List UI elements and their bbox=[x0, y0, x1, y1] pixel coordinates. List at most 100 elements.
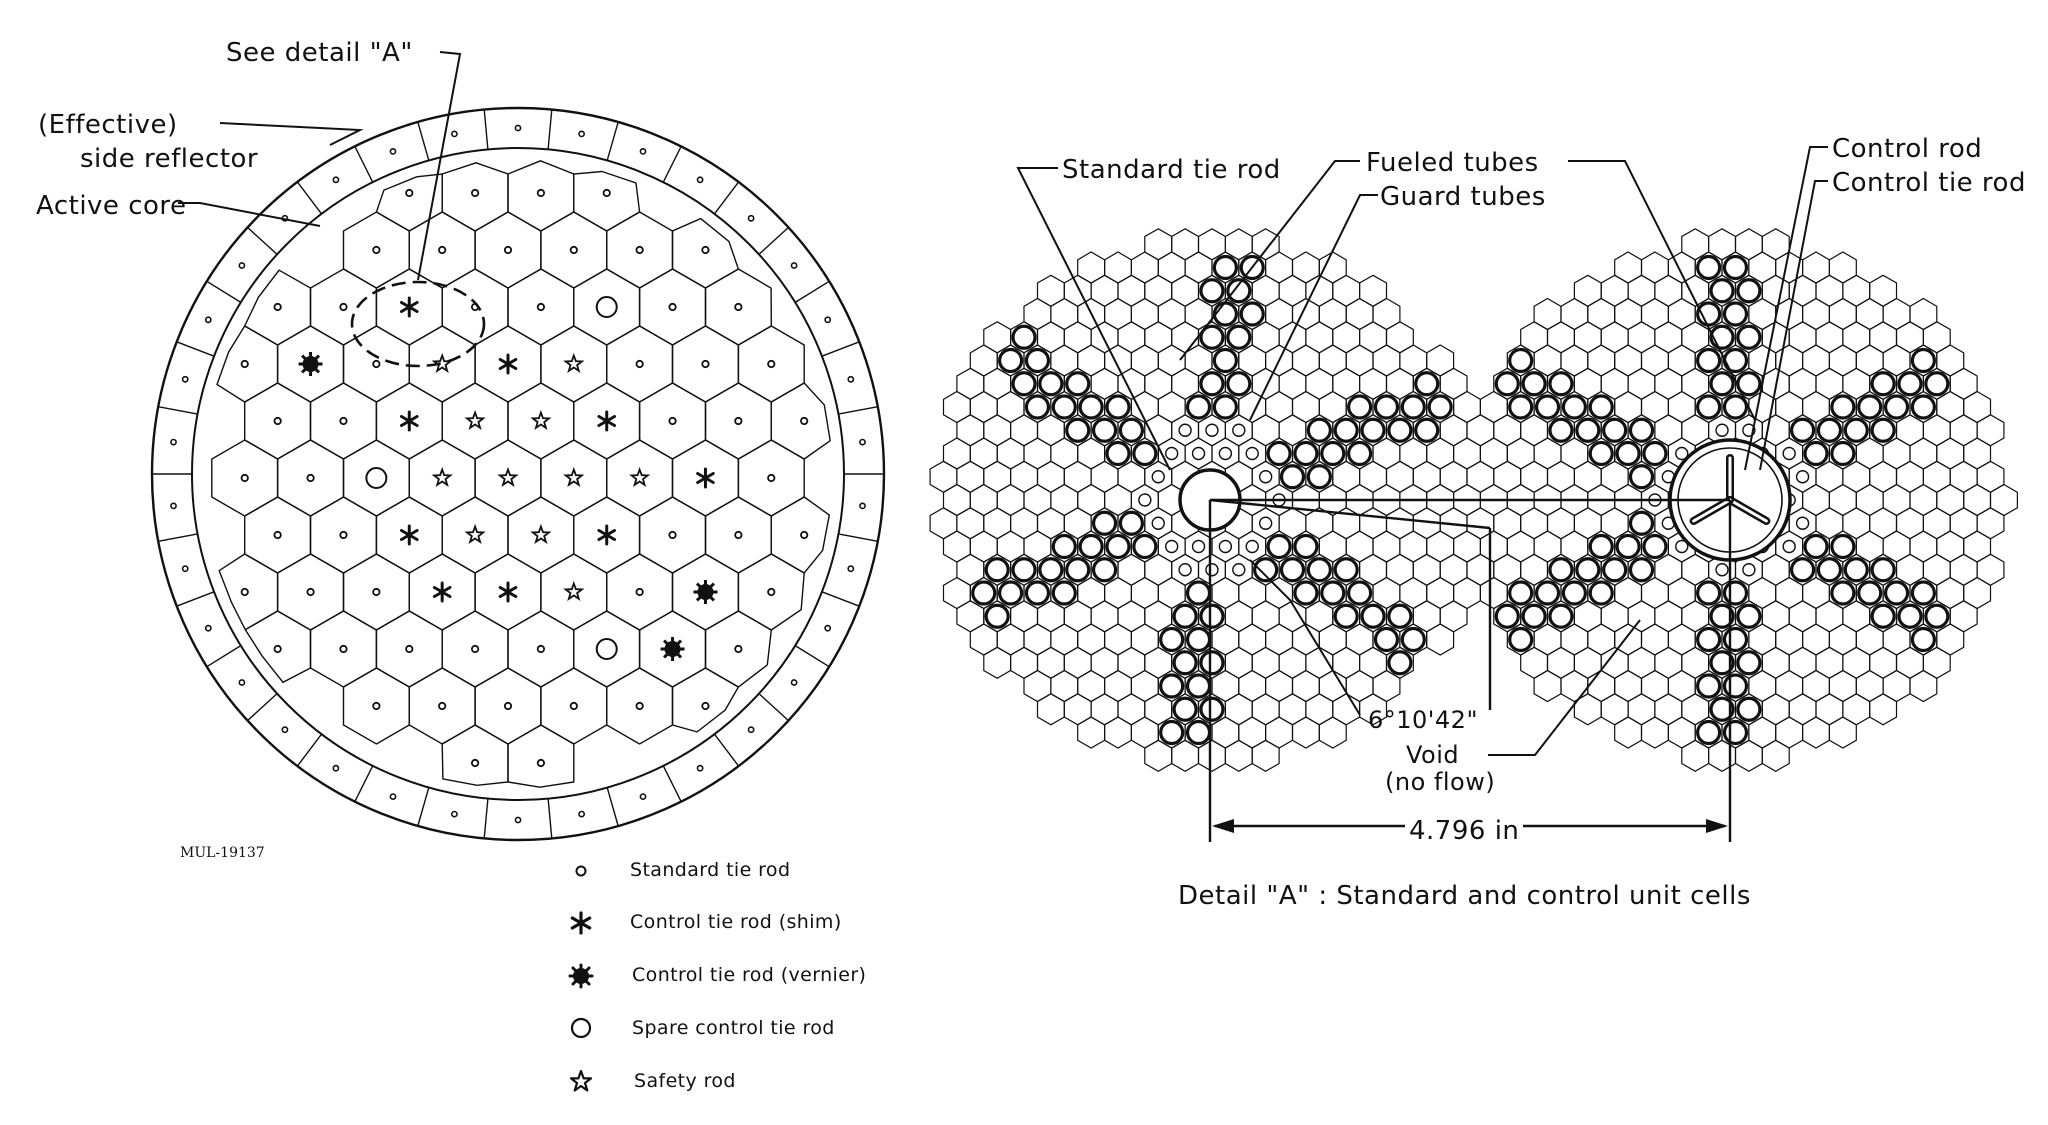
reflector-tie-rod bbox=[824, 624, 832, 632]
unit-cell bbox=[1775, 623, 1804, 656]
unit-cell bbox=[1533, 530, 1562, 563]
unit-cell bbox=[1345, 623, 1374, 656]
reflector-segment-line bbox=[838, 406, 878, 415]
unit-cell bbox=[1171, 274, 1200, 307]
unit-cell bbox=[1640, 297, 1670, 331]
unit-cell bbox=[956, 367, 985, 400]
guard-tube bbox=[1245, 539, 1259, 554]
fueled-tube bbox=[1091, 510, 1118, 536]
fueled-tube bbox=[1293, 580, 1319, 606]
unit-cell bbox=[1707, 228, 1737, 261]
unit-cell bbox=[1023, 437, 1052, 470]
safety-rod bbox=[629, 466, 651, 488]
unit-cell bbox=[1775, 576, 1804, 610]
fueled-tube bbox=[1118, 417, 1145, 443]
reflector-segment-line bbox=[821, 591, 860, 607]
star-icon bbox=[566, 1066, 596, 1096]
unit-cell bbox=[1533, 344, 1562, 377]
unit-cell bbox=[1426, 344, 1455, 377]
unit-cell bbox=[1426, 530, 1455, 563]
unit-cell bbox=[1546, 321, 1576, 354]
leader-line bbox=[1568, 160, 1756, 421]
reflector-tie-rod bbox=[238, 262, 246, 269]
fueled-tube bbox=[1722, 580, 1749, 606]
guard-tube bbox=[1245, 446, 1259, 461]
guard-tube bbox=[1205, 563, 1219, 577]
leader-line bbox=[1488, 619, 1641, 756]
fueled-tube bbox=[1400, 626, 1426, 653]
fueled-tube bbox=[1736, 696, 1762, 722]
unit-cell bbox=[1801, 669, 1831, 703]
fueled-tube bbox=[1212, 394, 1238, 420]
reflector-tie-rod bbox=[747, 726, 755, 734]
unit-cell bbox=[1882, 437, 1911, 470]
unit-cell bbox=[1842, 600, 1871, 633]
unit-cell bbox=[1949, 414, 1978, 447]
standard-tie-rod bbox=[503, 245, 513, 255]
unit-cell bbox=[1640, 390, 1670, 424]
hex-cell bbox=[375, 610, 443, 688]
unit-cell bbox=[1023, 483, 1052, 517]
unit-cell bbox=[1761, 739, 1790, 772]
unit-cell bbox=[1761, 646, 1790, 679]
standard-tie-rod bbox=[273, 416, 282, 426]
unit-cell bbox=[1506, 530, 1535, 563]
guard-tube bbox=[1782, 446, 1796, 461]
unit-cell bbox=[1936, 390, 1965, 424]
shim-control-tie-rod bbox=[399, 296, 419, 318]
fueled-tube bbox=[1924, 603, 1950, 629]
unit-cell bbox=[1171, 367, 1200, 400]
unit-cell bbox=[1264, 251, 1294, 284]
detail-a-ellipse bbox=[350, 280, 486, 368]
unit-cell bbox=[1654, 693, 1683, 726]
hex-cell bbox=[211, 439, 279, 517]
fueled-tube bbox=[1347, 440, 1373, 467]
reflector-tie-rod bbox=[696, 764, 704, 772]
fueled-tube bbox=[1897, 371, 1923, 397]
core-hex-cells bbox=[211, 160, 831, 788]
leader-line bbox=[219, 122, 364, 146]
fueled-tube bbox=[1602, 417, 1628, 443]
unit-cell bbox=[1600, 507, 1629, 540]
standard-tie-rod bbox=[339, 302, 348, 312]
reflector-segment-line bbox=[296, 181, 323, 215]
fueled-tube bbox=[1722, 254, 1749, 281]
unit-cell bbox=[1963, 437, 1992, 470]
unit-cell bbox=[1372, 530, 1401, 563]
standard-tie-rod bbox=[372, 701, 381, 711]
unit-cell bbox=[1681, 321, 1710, 354]
hex-cell bbox=[243, 382, 312, 460]
unit-cell bbox=[1332, 646, 1361, 679]
unit-cell bbox=[1842, 367, 1871, 400]
unit-cell bbox=[1090, 274, 1119, 307]
unit-cell bbox=[929, 507, 958, 540]
unit-cell bbox=[1573, 321, 1602, 354]
fueled-tube bbox=[1051, 533, 1077, 560]
unit-cell bbox=[1224, 553, 1253, 586]
leader-line bbox=[178, 202, 321, 227]
unit-cell bbox=[1358, 693, 1388, 726]
fueled-tube bbox=[1159, 673, 1185, 699]
unit-cell bbox=[1667, 716, 1696, 749]
control-tie-rod-label: Control tie rod bbox=[1832, 168, 2026, 198]
unit-cell bbox=[1063, 321, 1092, 354]
reflector-segment-line bbox=[158, 533, 198, 542]
fueled-tube bbox=[1105, 394, 1131, 420]
unit-cell bbox=[1936, 576, 1965, 610]
hex-cell bbox=[507, 268, 575, 346]
fueled-tube bbox=[1883, 580, 1910, 606]
unit-cell bbox=[1882, 344, 1911, 377]
unit-cell bbox=[1345, 669, 1374, 703]
unit-cell bbox=[1869, 274, 1898, 307]
fueled-tube bbox=[1736, 278, 1762, 304]
unit-cell bbox=[1976, 460, 2005, 493]
fueled-tube bbox=[1306, 417, 1332, 443]
fueled-tube bbox=[1575, 417, 1601, 443]
spare-control-tie-rod bbox=[595, 296, 618, 318]
unit-cell bbox=[1251, 507, 1280, 540]
unit-cell bbox=[1573, 460, 1602, 493]
guard-tube bbox=[1178, 563, 1192, 577]
unit-cell bbox=[1855, 530, 1884, 563]
reflector-tie-rod bbox=[238, 679, 246, 686]
guard-tube bbox=[1191, 446, 1206, 461]
